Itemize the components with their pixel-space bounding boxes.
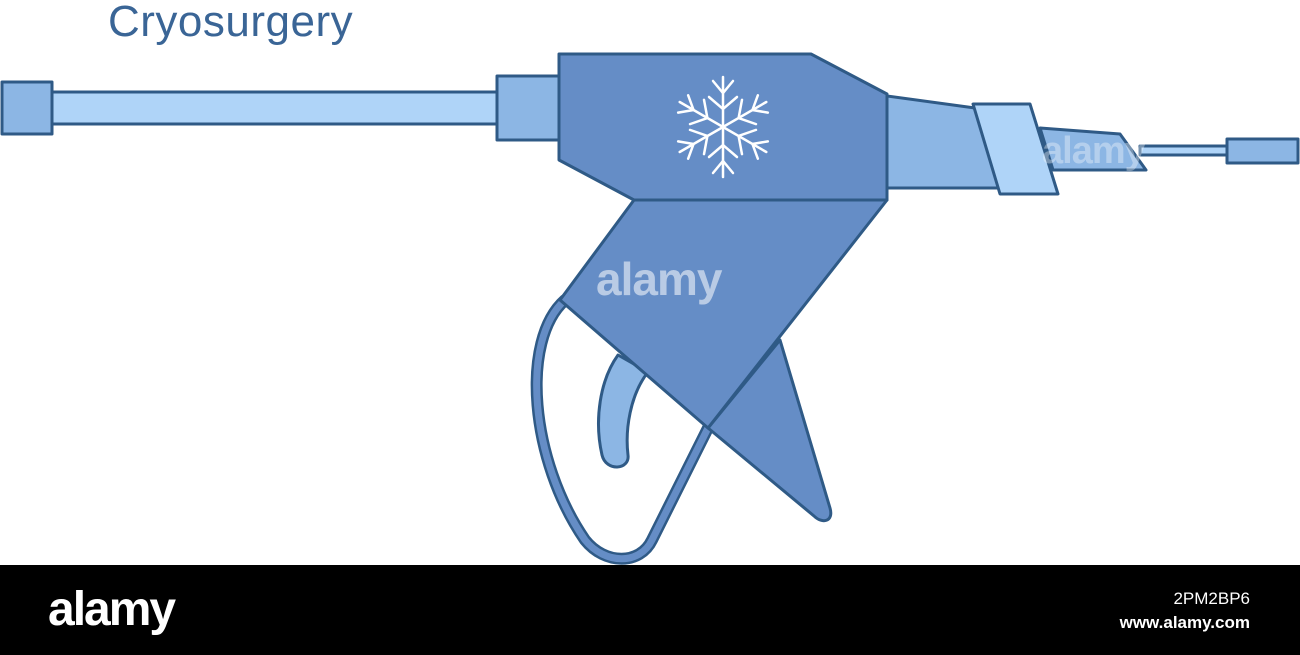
footer-bar: alamy 2PM2BP6 www.alamy.com	[0, 565, 1300, 655]
probe-shaft	[50, 90, 502, 126]
nozzle-band	[971, 102, 1060, 196]
trigger	[597, 353, 650, 469]
snowflake-icon	[671, 75, 775, 179]
watermark-right: alamy	[1042, 130, 1146, 172]
site-link[interactable]: www.alamy.com	[1119, 613, 1250, 632]
image-id: 2PM2BP6	[1173, 589, 1250, 608]
probe-collar	[495, 74, 561, 142]
page-title: Cryosurgery	[108, 0, 354, 46]
needle-tip	[1225, 137, 1300, 165]
watermark-center: alamy	[596, 253, 722, 305]
front-grip	[706, 338, 833, 523]
nozzle-cone	[1038, 126, 1148, 172]
probe-end-cap	[0, 80, 54, 136]
footer-logo[interactable]: alamy	[48, 583, 176, 636]
cryosurgery-device-illustration	[0, 52, 1300, 565]
needle	[1138, 144, 1230, 157]
